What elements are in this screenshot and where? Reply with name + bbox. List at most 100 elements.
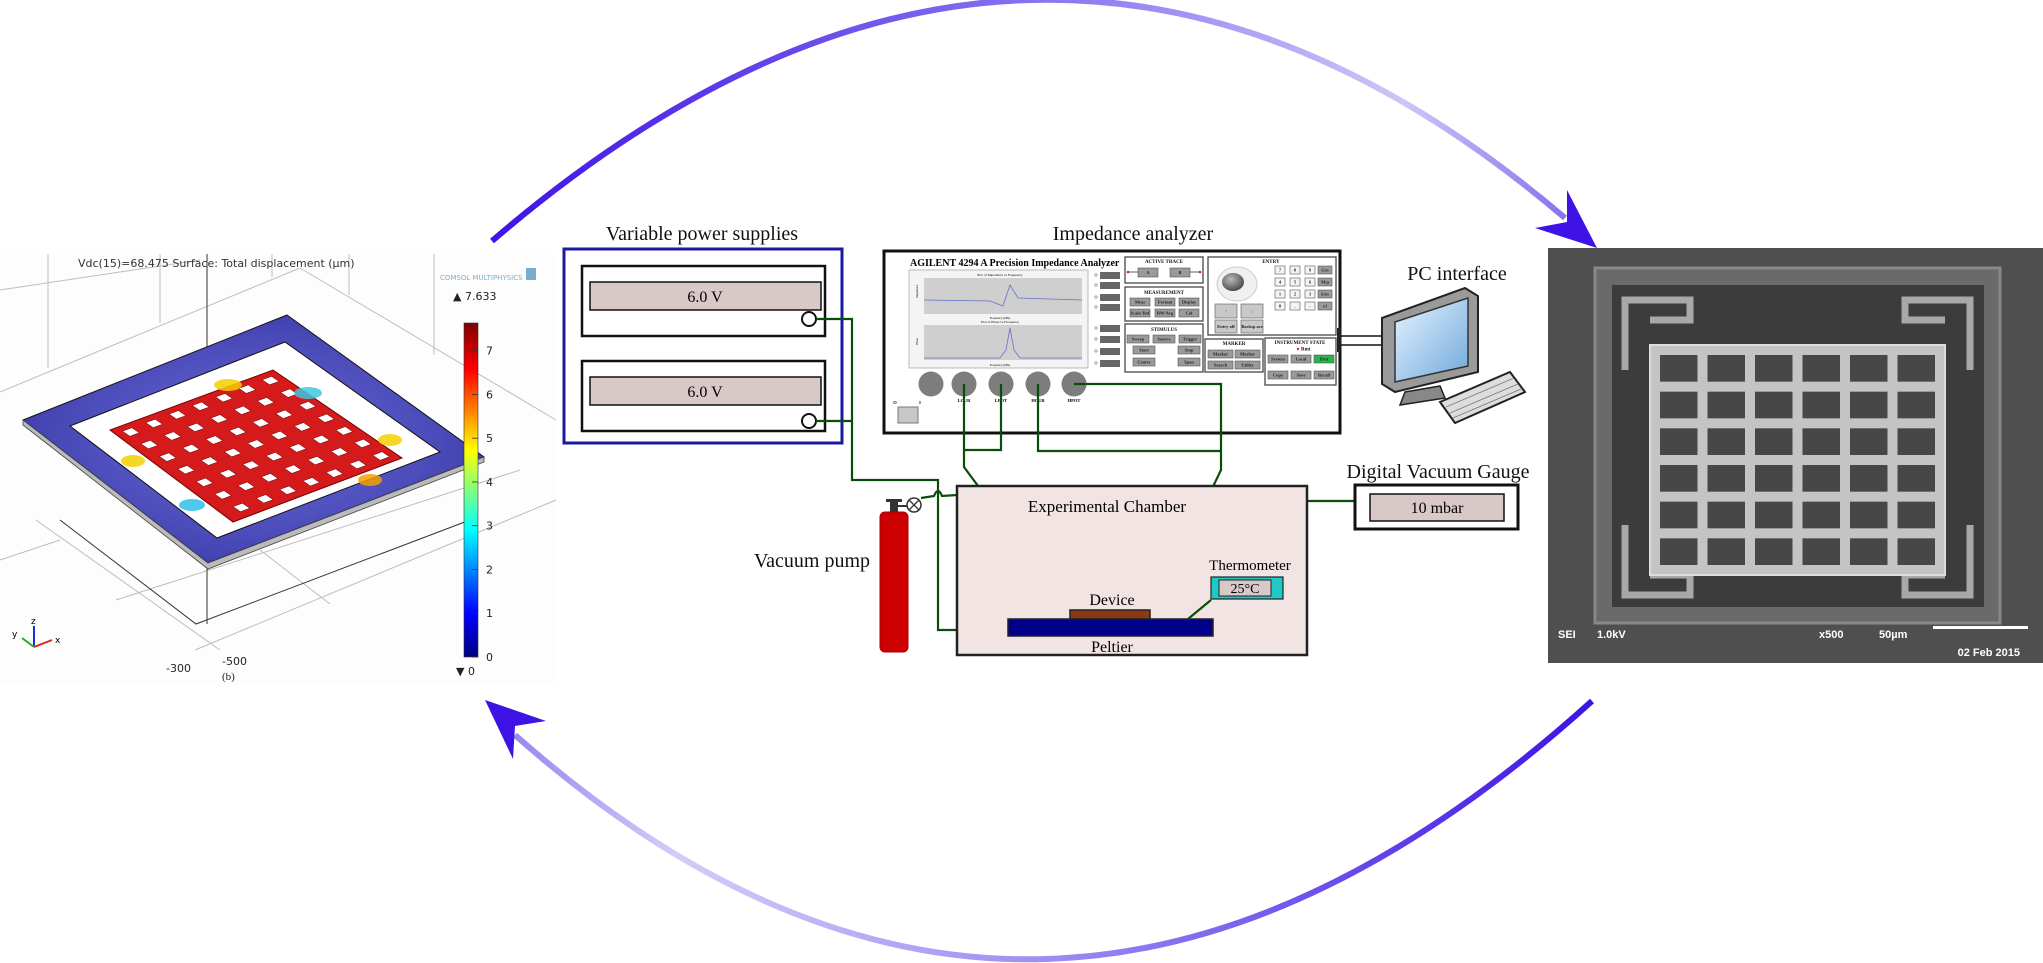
arrowhead-icon	[1535, 190, 1597, 248]
pc-connector	[1337, 328, 1382, 352]
stimulus-button[interactable]: Span	[1177, 357, 1201, 367]
sem-grid-hole	[1897, 501, 1935, 529]
keypad-key[interactable]: -	[1304, 301, 1316, 311]
keypad-key[interactable]: 2	[1289, 289, 1301, 299]
softkey[interactable]	[1100, 336, 1120, 343]
keypad-key[interactable]: 5	[1289, 277, 1301, 287]
grid-hole	[325, 468, 344, 478]
trace-a-button[interactable]: A	[1137, 267, 1159, 278]
sem-scale-label: 50µm	[1879, 629, 1908, 641]
keypad-key[interactable]: 3	[1304, 289, 1316, 299]
softkey[interactable]	[1100, 294, 1120, 301]
instrument-state-button[interactable]: Local	[1290, 354, 1312, 364]
keypad-key[interactable]: 9	[1304, 265, 1316, 275]
grid-hole	[307, 456, 326, 466]
grid-hole	[255, 494, 274, 504]
stimulus-button[interactable]: Stop	[1177, 345, 1201, 355]
sem-grid-hole	[1660, 465, 1698, 492]
measurement-button-label: Cal	[1186, 311, 1193, 316]
temperature-display	[1218, 579, 1272, 597]
softkey[interactable]	[1100, 360, 1120, 367]
colorbar-max-label: ▲ 7.633	[453, 290, 496, 303]
backspace-button[interactable]: Backsp ace	[1240, 319, 1264, 334]
stimulus-button[interactable]: Start	[1132, 345, 1156, 355]
grid-hole	[158, 452, 177, 462]
unit-key[interactable]: x1	[1317, 301, 1333, 311]
stimulus-button[interactable]: Sweep	[1126, 334, 1150, 344]
keypad-key[interactable]: .	[1289, 301, 1301, 311]
rotary-knob[interactable]	[1222, 273, 1244, 291]
softkey[interactable]	[1100, 304, 1120, 311]
output-terminal[interactable]	[801, 413, 817, 429]
sem-grid-hole	[1660, 538, 1698, 565]
arrow-down-button[interactable]: ↓	[1240, 303, 1264, 319]
sem-grid-hole	[1897, 391, 1935, 419]
device	[1069, 609, 1151, 620]
instrument-state-button[interactable]: Save	[1290, 370, 1312, 380]
instrument-state-button[interactable]: Copy	[1267, 370, 1289, 380]
power-switch[interactable]	[897, 406, 919, 424]
measurement-button[interactable]: Format	[1154, 297, 1176, 307]
measurement-button[interactable]: BW/Avg	[1154, 308, 1176, 318]
stimulus-button[interactable]: Source	[1152, 334, 1176, 344]
stimulus-button[interactable]: Centre	[1132, 357, 1156, 367]
keypad-key[interactable]: 6	[1304, 277, 1316, 287]
keypad-key[interactable]: 8	[1289, 265, 1301, 275]
keypad-key[interactable]: 0	[1274, 301, 1286, 311]
instrument-state-button-label: Copy	[1273, 373, 1284, 378]
stimulus-button[interactable]: Trigger	[1178, 334, 1202, 344]
grid-hole	[298, 401, 317, 411]
panel-title: MEASUREMENT	[1144, 291, 1185, 296]
keypad-key[interactable]: 1	[1274, 289, 1286, 299]
softkey[interactable]	[1100, 272, 1120, 279]
backspace-button-label: Backsp ace	[1241, 324, 1262, 329]
measurement-button[interactable]: Cal	[1178, 308, 1200, 318]
marker-button[interactable]: Utility	[1234, 360, 1261, 370]
figure-caption: (b)	[222, 671, 235, 683]
voltage-display	[589, 376, 822, 406]
grid-hole	[121, 427, 140, 437]
stimulus-button-label: Start	[1139, 348, 1149, 353]
grid-hole	[372, 451, 391, 461]
unit-key[interactable]: M/µ	[1317, 277, 1333, 287]
sem-grid-hole	[1755, 428, 1793, 455]
measurement-button[interactable]: Display	[1178, 297, 1200, 307]
colorbar-tick-label: 1	[486, 607, 493, 620]
trace-b-button[interactable]: B	[1169, 267, 1191, 278]
softkey-indicator-icon	[1094, 295, 1098, 299]
remote-indicator-label: Rmt	[1301, 348, 1311, 353]
softkey[interactable]	[1100, 282, 1120, 289]
softkey[interactable]	[1100, 348, 1120, 355]
marker-button[interactable]: Search	[1207, 360, 1234, 370]
measurement-button[interactable]: Meas	[1129, 297, 1151, 307]
pc-computer-icon	[1381, 286, 1527, 425]
output-terminal[interactable]	[801, 311, 817, 327]
instrument-state-button[interactable]: Pret	[1313, 354, 1335, 364]
analyzer-model-title: AGILENT 4294 A Precision Impedance Analy…	[910, 258, 1120, 269]
plot-ylabel: Impedance	[915, 284, 919, 298]
sem-grid-hole	[1707, 391, 1745, 419]
analyzer-screen: Plot of Impedance vs Frequency Impedance…	[908, 269, 1089, 369]
colorbar-tick-label: 0	[486, 651, 493, 664]
softkey[interactable]	[1100, 325, 1120, 332]
unit-key[interactable]: G/n	[1317, 265, 1333, 275]
marker-button[interactable]: Marker	[1207, 349, 1234, 359]
sem-grid-hole	[1850, 538, 1888, 565]
stimulus-button-label: Sweep	[1132, 337, 1145, 342]
thermometer-label: Thermometer	[1209, 558, 1291, 574]
sem-grid-hole	[1897, 428, 1935, 455]
marker-button-label: Search	[1214, 363, 1228, 368]
vacuum-pump-label: Vacuum pump	[754, 550, 870, 572]
marker-button[interactable]: Marker	[1234, 349, 1261, 359]
arrow-up-button[interactable]: ↑	[1214, 303, 1238, 319]
keypad-key[interactable]: 4	[1274, 277, 1286, 287]
unit-key[interactable]: k/m	[1317, 289, 1333, 299]
instrument-state-button[interactable]: System	[1267, 354, 1289, 364]
measurement-button[interactable]: Scale/ Ref	[1129, 308, 1151, 318]
keypad-key[interactable]: 7	[1274, 265, 1286, 275]
marker-button-label: Marker	[1240, 352, 1255, 357]
entry-off-button[interactable]: Entry off	[1214, 319, 1238, 334]
instrument-state-button[interactable]: Recall	[1313, 370, 1335, 380]
pressure-display	[1369, 493, 1505, 522]
keypad-key-label: 4	[1279, 280, 1282, 285]
